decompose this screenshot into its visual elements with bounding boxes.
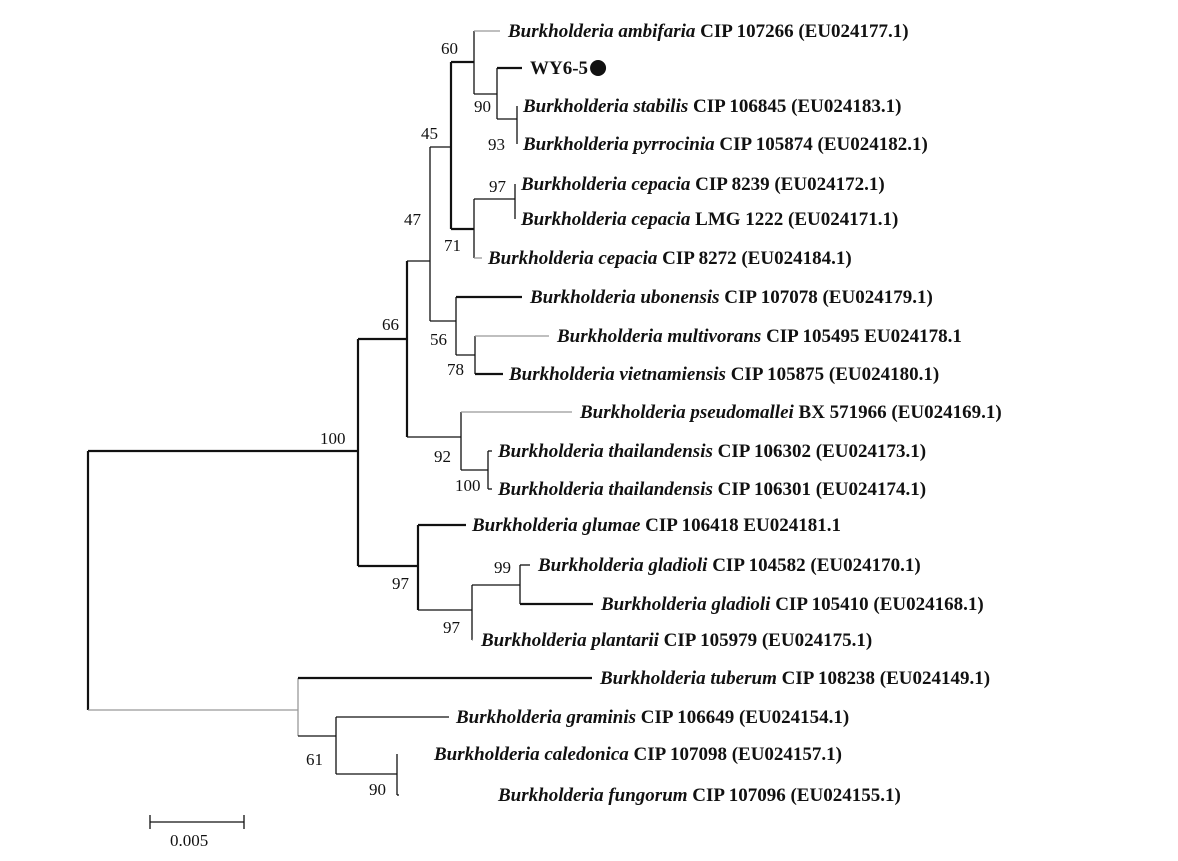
taxon-strain-accession: CIP 107266 (EU024177.1) (695, 21, 908, 42)
taxon-species-name: Burkholderia fungorum (497, 785, 688, 806)
bootstrap-value: 47 (404, 210, 422, 229)
taxon-labels: Burkholderia ambifaria CIP 107266 (EU024… (433, 21, 1002, 806)
taxon-species-name: Burkholderia stabilis (522, 96, 688, 117)
taxon-strain-accession: CIP 104582 (EU024170.1) (707, 555, 920, 576)
taxon-species-name: Burkholderia tuberum (599, 668, 777, 689)
taxon-strain-accession: CIP 108238 (EU024149.1) (777, 668, 990, 689)
taxon-species-name: Burkholderia pseudomallei (579, 402, 794, 423)
bootstrap-value: 90 (474, 97, 491, 116)
taxon-species-name: Burkholderia cepacia (520, 209, 691, 230)
bootstrap-value: 93 (488, 135, 505, 154)
taxon-strain-accession: CIP 105410 (EU024168.1) (770, 594, 983, 615)
taxon-strain-accession: CIP 105874 (EU024182.1) (715, 134, 928, 155)
taxon-label-1: Burkholderia ambifaria CIP 107266 (EU024… (507, 21, 909, 42)
taxon-label-4: Burkholderia pyrrocinia CIP 105874 (EU02… (522, 134, 928, 155)
bootstrap-value: 97 (489, 177, 507, 196)
taxon-species-name: Burkholderia ubonensis (529, 287, 720, 308)
taxon-strain-accession: CIP 106301 (EU024174.1) (713, 479, 926, 500)
bootstrap-value: 97 (443, 618, 461, 637)
taxon-species-name: Burkholderia multivorans (556, 326, 761, 347)
taxon-label-20: Burkholderia caledonica CIP 107098 (EU02… (433, 744, 842, 765)
bootstrap-value: 97 (392, 574, 410, 593)
taxon-species-name: Burkholderia glumae (471, 515, 641, 536)
taxon-label-16: Burkholderia gladioli CIP 105410 (EU0241… (600, 594, 984, 615)
taxon-label-11: Burkholderia pseudomallei BX 571966 (EU0… (579, 402, 1002, 423)
taxon-label-19: Burkholderia graminis CIP 106649 (EU0241… (455, 707, 849, 728)
taxon-species-name: Burkholderia cepacia (487, 248, 658, 269)
bootstrap-value: 99 (494, 558, 511, 577)
taxon-label-12: Burkholderia thailandensis CIP 106302 (E… (497, 441, 926, 462)
taxon-label-21: Burkholderia fungorum CIP 107096 (EU0241… (497, 785, 901, 806)
taxon-strain-accession: CIP 105875 (EU024180.1) (726, 364, 939, 385)
taxon-strain-accession: CIP 8272 (EU024184.1) (657, 248, 851, 269)
taxon-species-name: Burkholderia thailandensis (497, 479, 713, 500)
taxon-label-2: WY6-5 (530, 58, 588, 79)
taxon-label-14: Burkholderia glumae CIP 106418 EU024181.… (471, 515, 841, 536)
taxon-strain-accession: CIP 106845 (EU024183.1) (688, 96, 901, 117)
taxon-strain-accession: CIP 105979 (EU024175.1) (659, 630, 872, 651)
taxon-label-17: Burkholderia plantarii CIP 105979 (EU024… (480, 630, 872, 651)
taxon-species-name: Burkholderia plantarii (480, 630, 660, 651)
bootstrap-value: 78 (447, 360, 464, 379)
taxon-species-name: Burkholderia thailandensis (497, 441, 713, 462)
taxon-species-name: Burkholderia graminis (455, 707, 636, 728)
bootstrap-value: 90 (369, 780, 386, 799)
bootstrap-value: 100 (455, 476, 481, 495)
taxon-strain-accession: CIP 106649 (EU024154.1) (636, 707, 849, 728)
taxon-strain-accession: CIP 106418 EU024181.1 (640, 515, 841, 536)
taxon-label-6: Burkholderia cepacia LMG 1222 (EU024171.… (520, 209, 898, 230)
taxon-species-name: Burkholderia gladioli (537, 555, 708, 576)
bootstrap-value: 92 (434, 447, 451, 466)
taxon-label-8: Burkholderia ubonensis CIP 107078 (EU024… (529, 287, 933, 308)
taxon-label-10: Burkholderia vietnamiensis CIP 105875 (E… (508, 364, 939, 385)
bootstrap-value: 60 (441, 39, 458, 58)
taxon-label-5: Burkholderia cepacia CIP 8239 (EU024172.… (520, 174, 885, 195)
scale-bar: 0.005 (149, 815, 245, 850)
taxon-label-13: Burkholderia thailandensis CIP 106301 (E… (497, 479, 926, 500)
taxon-label-9: Burkholderia multivorans CIP 105495 EU02… (556, 326, 962, 347)
bootstrap-value: 66 (382, 315, 399, 334)
taxon-label-7: Burkholderia cepacia CIP 8272 (EU024184.… (487, 248, 852, 269)
taxon-strain-accession: CIP 107098 (EU024157.1) (629, 744, 842, 765)
bootstrap-value: 45 (421, 124, 438, 143)
bootstrap-value: 100 (320, 429, 346, 448)
taxon-label-3: Burkholderia stabilis CIP 106845 (EU0241… (522, 96, 901, 117)
taxon-species-name: Burkholderia vietnamiensis (508, 364, 726, 385)
taxon-species-name: Burkholderia pyrrocinia (522, 134, 715, 155)
taxon-strain-accession: CIP 107096 (EU024155.1) (688, 785, 901, 806)
taxon-species-name: Burkholderia caledonica (433, 744, 629, 765)
taxon-label-15: Burkholderia gladioli CIP 104582 (EU0241… (537, 555, 921, 576)
scale-bar-label: 0.005 (170, 831, 208, 850)
taxon-species-name: Burkholderia ambifaria (507, 21, 696, 42)
tree-branches (86, 30, 593, 796)
taxon-species-name: Burkholderia cepacia (520, 174, 691, 195)
filled-circle-marker-icon (590, 60, 607, 76)
taxon-strain-accession: CIP 105495 EU024178.1 (761, 326, 962, 347)
taxon-species-name: Burkholderia gladioli (600, 594, 771, 615)
bootstrap-value: 61 (306, 750, 323, 769)
taxon-strain-accession: CIP 8239 (EU024172.1) (690, 174, 884, 195)
taxon-strain-accession: LMG 1222 (EU024171.1) (690, 209, 898, 230)
bootstrap-value: 71 (444, 236, 461, 255)
taxon-strain-accession: BX 571966 (EU024169.1) (794, 402, 1002, 423)
taxon-label-18: Burkholderia tuberum CIP 108238 (EU02414… (599, 668, 990, 689)
taxon-strain-accession: CIP 106302 (EU024173.1) (713, 441, 926, 462)
bootstrap-value: 56 (430, 330, 447, 349)
taxon-strain-accession: CIP 107078 (EU024179.1) (720, 287, 933, 308)
